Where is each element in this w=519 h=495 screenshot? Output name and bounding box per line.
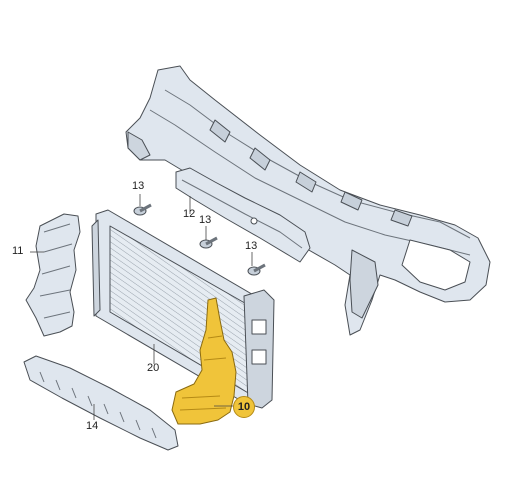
label-part-13-c: 13: [245, 240, 258, 252]
label-part-11: 11: [12, 245, 24, 257]
label-part-13-b: 13: [199, 214, 212, 226]
part-14-lower-air-guide: [23, 355, 179, 451]
label-part-20: 20: [147, 362, 160, 374]
leader-lines: [30, 194, 253, 420]
part-10-air-guide-highlighted: [171, 297, 237, 425]
label-part-12: 12: [183, 208, 196, 220]
part-11-air-duct: [25, 213, 81, 337]
label-part-13-a: 13: [132, 180, 145, 192]
bolt-13-c: [247, 263, 266, 276]
part-12-strip: [175, 167, 311, 263]
lock-carrier-upper-part: [125, 65, 491, 336]
label-part-10-highlight: 10: [233, 396, 255, 418]
bolt-13-b: [199, 236, 218, 249]
bolt-13-a: [133, 203, 152, 216]
label-part-14: 14: [86, 420, 99, 432]
